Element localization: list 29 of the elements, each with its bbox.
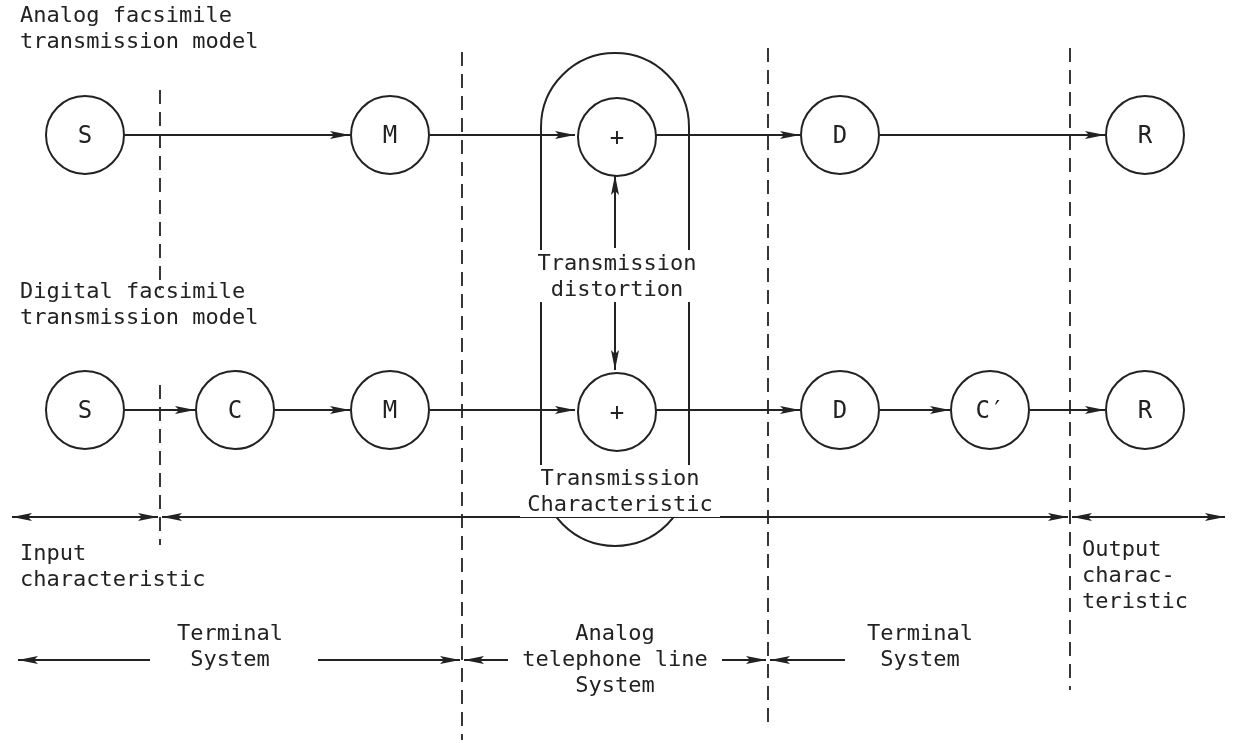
circle-node: + (577, 97, 657, 177)
circle-node: S (45, 95, 125, 175)
circle-node: M (350, 370, 430, 450)
arrow (654, 406, 801, 414)
arrow (429, 406, 576, 414)
arrow (274, 406, 351, 414)
range-label: Input characteristic (20, 540, 207, 592)
arrow (879, 131, 1106, 139)
circle-node: C′ (950, 370, 1030, 450)
circle-node: M (350, 95, 430, 175)
arrow (611, 174, 619, 249)
circle-node: S (45, 370, 125, 450)
arrow (124, 131, 351, 139)
arrow (654, 131, 801, 139)
circle-node: R (1105, 95, 1185, 175)
model-heading: Analog facsimile transmission model (20, 2, 260, 54)
circle-node: D (800, 95, 880, 175)
arrow (611, 299, 619, 371)
circle-node: + (577, 372, 657, 452)
arrow (124, 406, 196, 414)
circle-node: R (1105, 370, 1185, 450)
range-label: Transmission Characteristic (520, 465, 720, 517)
arrow (1029, 406, 1106, 414)
arrow (879, 406, 951, 414)
model-heading: Digital facsimile transmission model (20, 278, 260, 330)
circle-node: C (195, 370, 275, 450)
range-label: Output charac- teristic (1082, 536, 1189, 614)
circle-node: D (800, 370, 880, 450)
arrow (429, 131, 576, 139)
